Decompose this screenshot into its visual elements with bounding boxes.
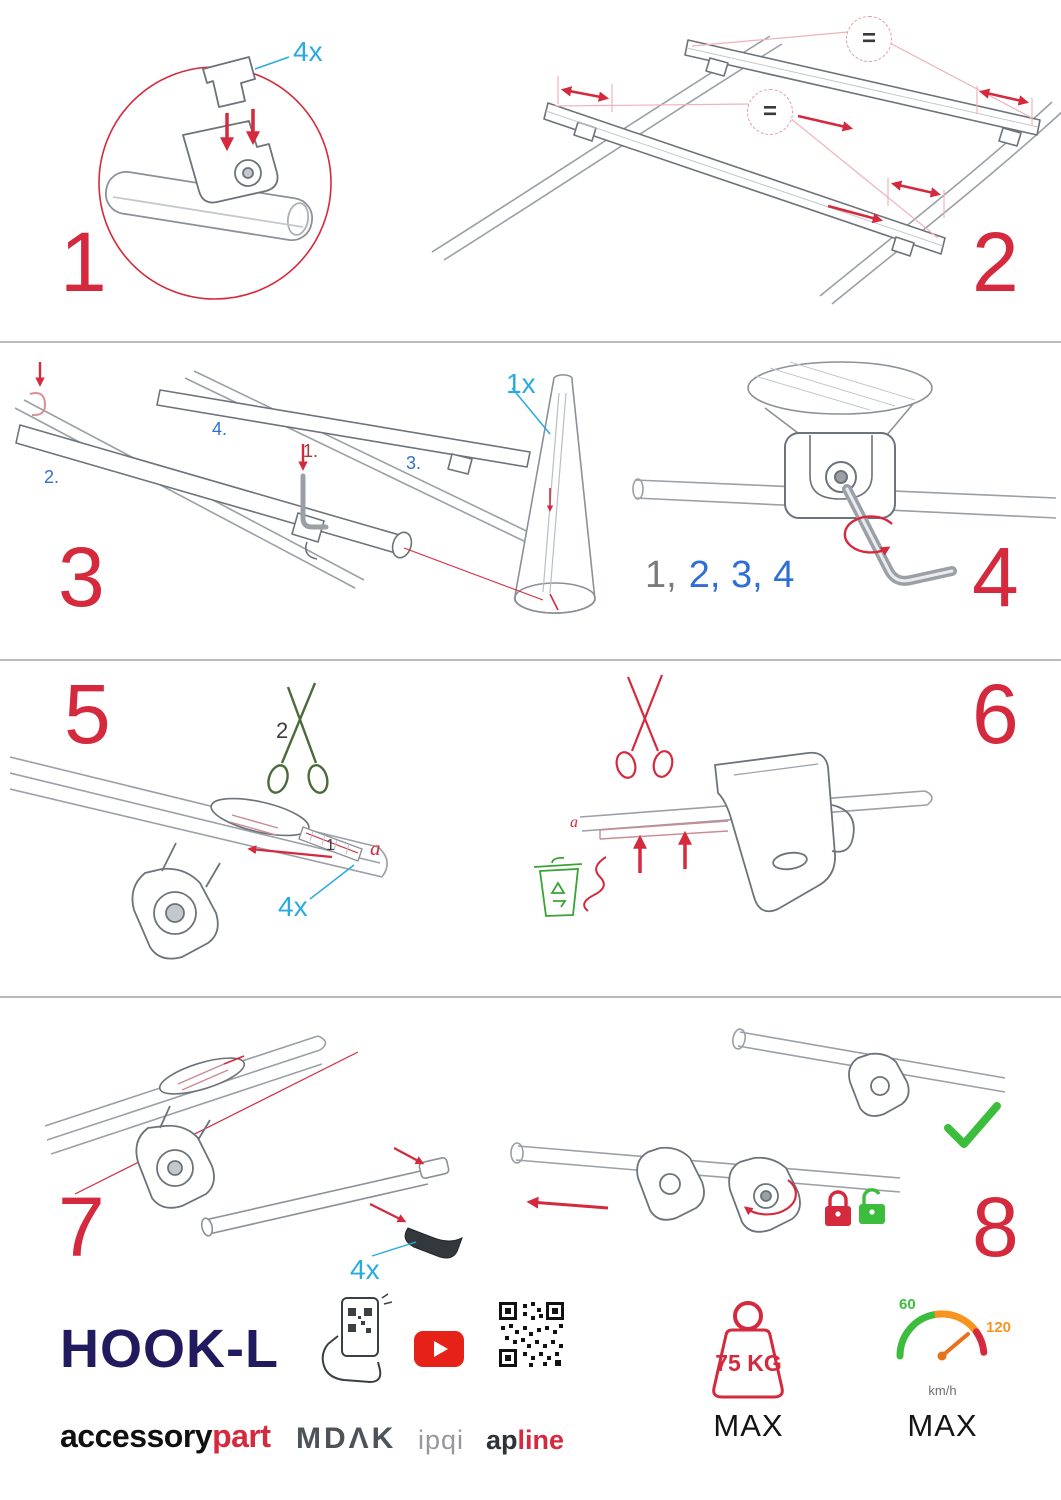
clamp-top	[848, 1052, 910, 1117]
step3-sub1: 1.	[303, 441, 319, 461]
insert-arrow-1	[393, 1147, 425, 1165]
rotate-arrow	[743, 1179, 797, 1216]
step5-dim-label: a	[370, 836, 381, 860]
step7-number: 7	[58, 1180, 105, 1274]
speed-min-label: 60	[899, 1296, 916, 1313]
step4-illustration	[632, 361, 1057, 586]
step8-illustration	[510, 1028, 1006, 1233]
qr-code-icon	[499, 1302, 564, 1367]
step8-number: 8	[972, 1180, 1019, 1274]
step5-illustration	[10, 682, 388, 960]
step3-qty-label: 1x	[506, 368, 536, 399]
step6-illustration	[533, 674, 933, 917]
clamp-body	[784, 432, 896, 519]
step3-number: 3	[58, 530, 105, 624]
step6-dim-label: a	[570, 814, 578, 831]
product-name: HOOK-L	[60, 1319, 279, 1379]
clip-part	[202, 56, 256, 108]
section-divider-2	[0, 659, 1061, 661]
push-up-arrows	[633, 830, 692, 873]
step4-seq-rest: 2, 3, 4	[688, 554, 795, 596]
strap-funnel-tool	[513, 374, 596, 614]
dimension-lines	[553, 31, 1033, 239]
phone-qr-icon	[321, 1293, 393, 1384]
pull-arrow	[247, 845, 333, 859]
strap	[599, 820, 729, 840]
weight-value: 75 KG	[715, 1350, 782, 1376]
bar-end	[200, 1157, 450, 1237]
clamps	[636, 1146, 801, 1233]
roof-rails	[14, 370, 540, 589]
rail-opening	[158, 1057, 246, 1095]
equal-spacing-badge-1: =	[846, 16, 892, 62]
step5-qty-label: 4x	[278, 891, 308, 922]
speedometer-icon	[896, 1310, 988, 1361]
checkmark-icon	[944, 1102, 1001, 1148]
step5-scissors-label: 2	[276, 718, 289, 743]
rotate-arrow	[843, 515, 893, 556]
speed-max-value-label: 120	[986, 1319, 1012, 1336]
step3-sub3: 3.	[406, 453, 422, 473]
step2-illustration	[431, 31, 1061, 305]
rail-opening	[210, 797, 310, 837]
logo-apline-red: line	[517, 1425, 565, 1455]
step1-qty-label: 4x	[293, 36, 323, 67]
step4-seq-first: 1,	[645, 554, 677, 596]
foot-bracket	[714, 751, 855, 913]
logo-apline-dark: ap	[486, 1425, 518, 1455]
step7-qty-label: 4x	[350, 1254, 380, 1285]
qty-leader-line	[309, 864, 355, 900]
qty-leader-line	[371, 1241, 417, 1257]
step5-strap-label: 1	[326, 837, 335, 854]
lock-closed-icon	[825, 1190, 851, 1226]
step3-illustration	[14, 362, 596, 614]
step4-number: 4	[972, 530, 1019, 624]
pointer-line	[74, 1051, 359, 1195]
slide-arrow	[526, 1196, 609, 1210]
step1-number: 1	[60, 215, 107, 309]
scissors-icon	[615, 674, 674, 779]
qty-leader-line	[511, 387, 551, 435]
qty-leader-line	[254, 56, 290, 70]
step2-number: 2	[972, 215, 1019, 309]
pointer-line	[403, 547, 544, 601]
step1-illustration	[98, 56, 332, 300]
youtube-icon	[414, 1331, 464, 1367]
trash-icon	[533, 856, 583, 917]
section-divider-3	[0, 996, 1061, 998]
strap-hook	[29, 392, 47, 417]
insert-arrows	[220, 109, 260, 152]
adjust-arrows	[560, 86, 1030, 224]
clamp-body	[131, 842, 221, 960]
scissors-icon	[267, 682, 329, 794]
end-cap	[404, 1227, 463, 1259]
logo-ipqi: ipqi	[418, 1425, 465, 1455]
logo-mdak: MDΛK	[296, 1422, 397, 1455]
step6-number: 6	[972, 667, 1019, 761]
max-weight-icon	[712, 1301, 784, 1399]
equal-spacing-badge-2: =	[747, 89, 793, 135]
clamp-body	[135, 1105, 215, 1209]
lock-open-icon	[859, 1188, 885, 1224]
brand-logo: accessorypart	[60, 1420, 271, 1452]
logo-apline: apline	[486, 1427, 564, 1454]
step3-sub2: 2.	[44, 467, 60, 487]
brand-part2: part	[212, 1418, 271, 1454]
cut-strap-curl	[583, 856, 607, 912]
speed-max-label: MAX	[907, 1408, 978, 1443]
step7-illustration	[44, 1035, 463, 1259]
allen-key	[300, 473, 329, 530]
step5-number: 5	[64, 667, 111, 761]
weight-max-label: MAX	[713, 1408, 784, 1443]
section-divider-1	[0, 341, 1061, 343]
step4-sequence: 1, 2, 3, 4	[645, 556, 794, 594]
roof-rail	[10, 756, 388, 878]
brand-part1: accessory	[60, 1418, 213, 1454]
speed-unit-label: km/h	[928, 1383, 957, 1398]
insert-arrow-2	[369, 1203, 407, 1223]
step3-sub4: 4.	[212, 419, 228, 439]
roof-rail-main	[510, 1142, 901, 1193]
